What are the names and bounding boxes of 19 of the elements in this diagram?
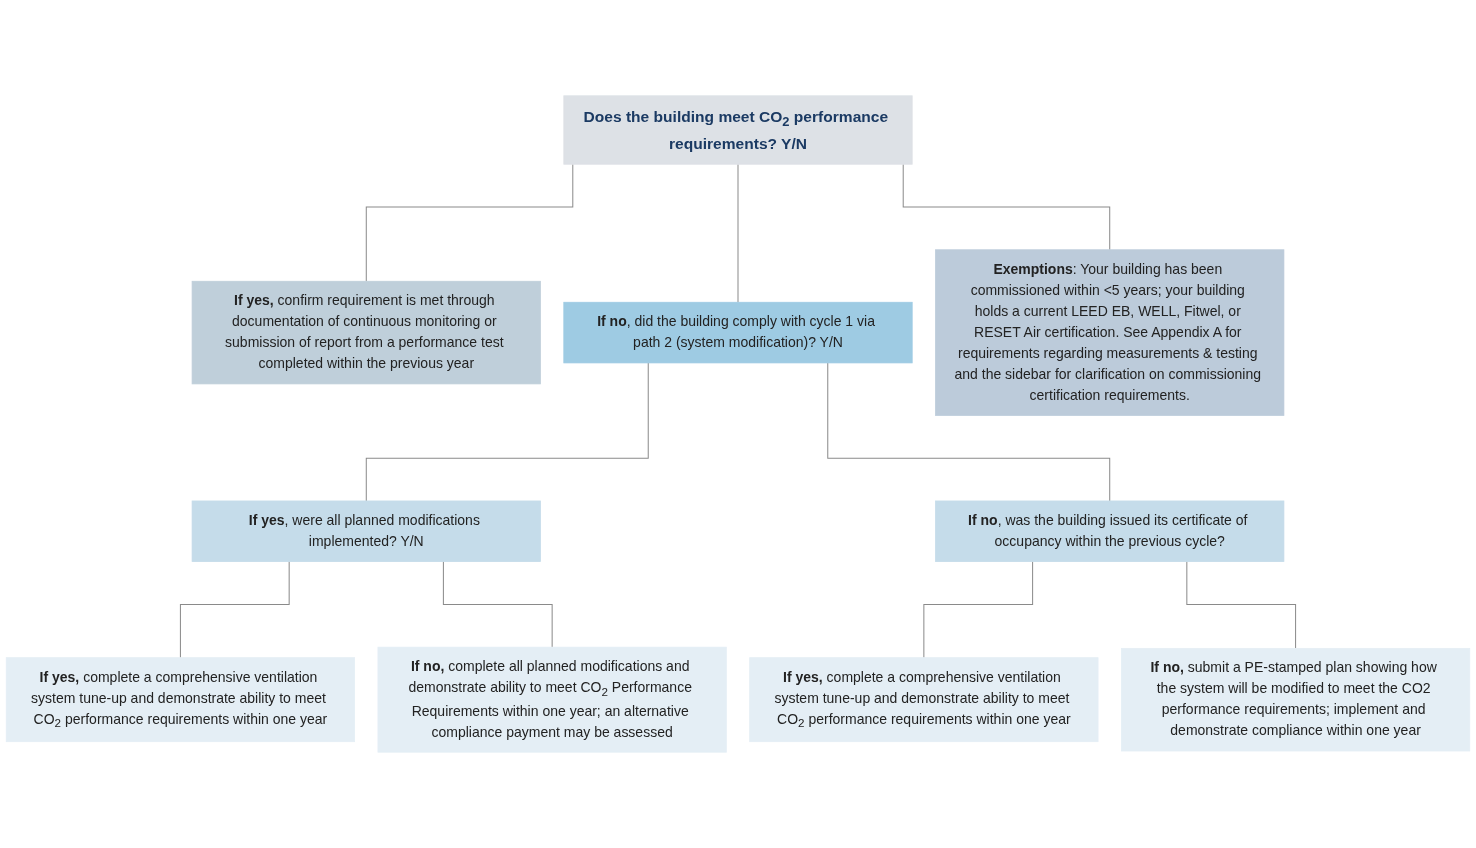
node-box xyxy=(935,249,1285,416)
node-box xyxy=(935,500,1285,562)
node-box xyxy=(563,301,913,364)
connector xyxy=(365,163,574,282)
connector xyxy=(442,561,553,648)
node-box xyxy=(1121,647,1471,752)
node-box xyxy=(563,95,913,165)
connector xyxy=(1186,561,1297,649)
node-box xyxy=(191,280,541,385)
node-box xyxy=(749,657,1099,743)
connector xyxy=(902,163,1111,251)
connector xyxy=(827,362,1111,502)
connector xyxy=(179,561,290,659)
node-box xyxy=(377,646,727,753)
connector xyxy=(365,362,649,502)
node-box xyxy=(5,657,355,743)
node-box xyxy=(191,500,541,562)
connector xyxy=(923,561,1034,659)
connector xyxy=(737,163,739,303)
